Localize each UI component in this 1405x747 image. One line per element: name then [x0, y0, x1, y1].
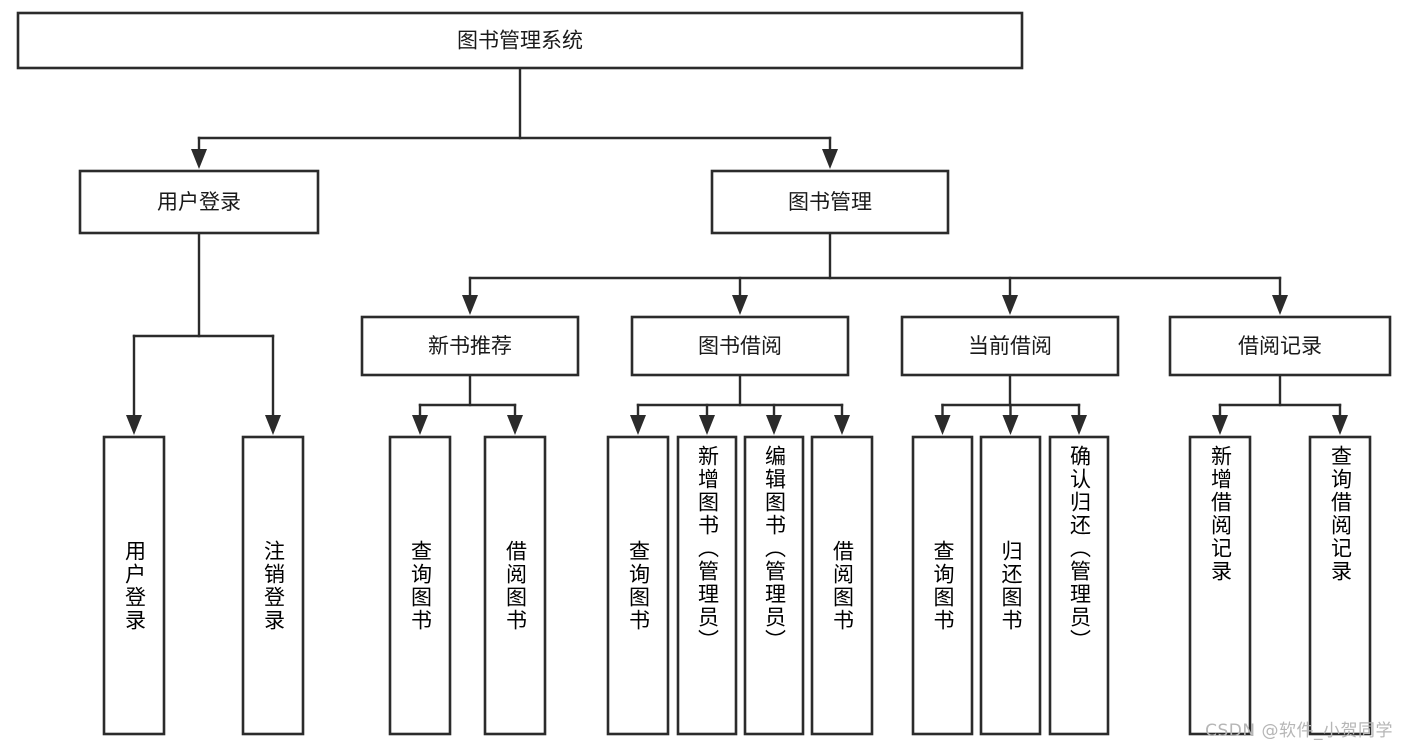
node-label-borrow-record: 借阅记录 [1238, 334, 1322, 358]
arrow-head-icon [766, 415, 782, 435]
arrow-head-icon [412, 415, 428, 435]
arrow-head-icon [1272, 295, 1288, 315]
arrow-head-icon [265, 415, 281, 435]
arrow-head-icon [126, 415, 142, 435]
node-label-root: 图书管理系统 [457, 29, 583, 53]
arrow-head-icon [1002, 295, 1018, 315]
arrow-head-icon [699, 415, 715, 435]
node-box-borrow-record[interactable] [1168, 315, 1392, 377]
node-box-leaf-query-book-3[interactable] [911, 435, 974, 736]
node-box-new-book-recommend[interactable] [360, 315, 580, 377]
arrow-head-icon [1002, 415, 1019, 435]
node-label-new-book-recommend: 新书推荐 [428, 334, 512, 358]
arrow-head-icon [1071, 415, 1087, 435]
node-box-leaf-query-book-1[interactable] [388, 435, 452, 736]
arrow-head-icon [1332, 415, 1348, 435]
arrow-head-icon [191, 149, 207, 169]
node-box-root[interactable] [16, 11, 1024, 70]
arrow-head-icon [1212, 415, 1228, 435]
node-box-book-manage[interactable] [710, 169, 950, 235]
node-box-leaf-add-record[interactable] [1188, 435, 1252, 736]
node-box-leaf-user-login[interactable] [102, 435, 166, 736]
node-box-leaf-logout[interactable] [241, 435, 305, 736]
node-box-leaf-query-book-2[interactable] [606, 435, 670, 736]
node-box-user-login[interactable] [78, 169, 320, 235]
node-box-current-borrow[interactable] [900, 315, 1120, 377]
node-box-leaf-query-record[interactable] [1308, 435, 1372, 736]
arrow-head-icon [822, 149, 838, 169]
connector-layer [126, 66, 1348, 435]
node-box-leaf-edit-book[interactable] [743, 435, 805, 736]
arrow-head-icon [934, 415, 951, 435]
node-box-leaf-add-book[interactable] [676, 435, 738, 736]
node-label-current-borrow: 当前借阅 [968, 334, 1052, 358]
watermark-text: CSDN @软件_小贺同学 [1205, 721, 1393, 741]
arrow-head-icon [732, 295, 748, 315]
node-box-leaf-confirm-return[interactable] [1048, 435, 1110, 736]
node-box-leaf-borrow-book-2[interactable] [810, 435, 874, 736]
arrow-head-icon [834, 415, 850, 435]
node-label-user-login: 用户登录 [157, 190, 241, 214]
node-box-leaf-borrow-book-1[interactable] [483, 435, 547, 736]
arrow-head-icon [630, 415, 646, 435]
node-label-book-borrow: 图书借阅 [698, 334, 782, 358]
arrow-head-icon [462, 295, 478, 315]
arrow-head-icon [507, 415, 523, 435]
node-box-book-borrow[interactable] [630, 315, 850, 377]
node-box-leaf-return-book[interactable] [979, 435, 1042, 736]
node-label-book-manage: 图书管理 [788, 190, 872, 214]
